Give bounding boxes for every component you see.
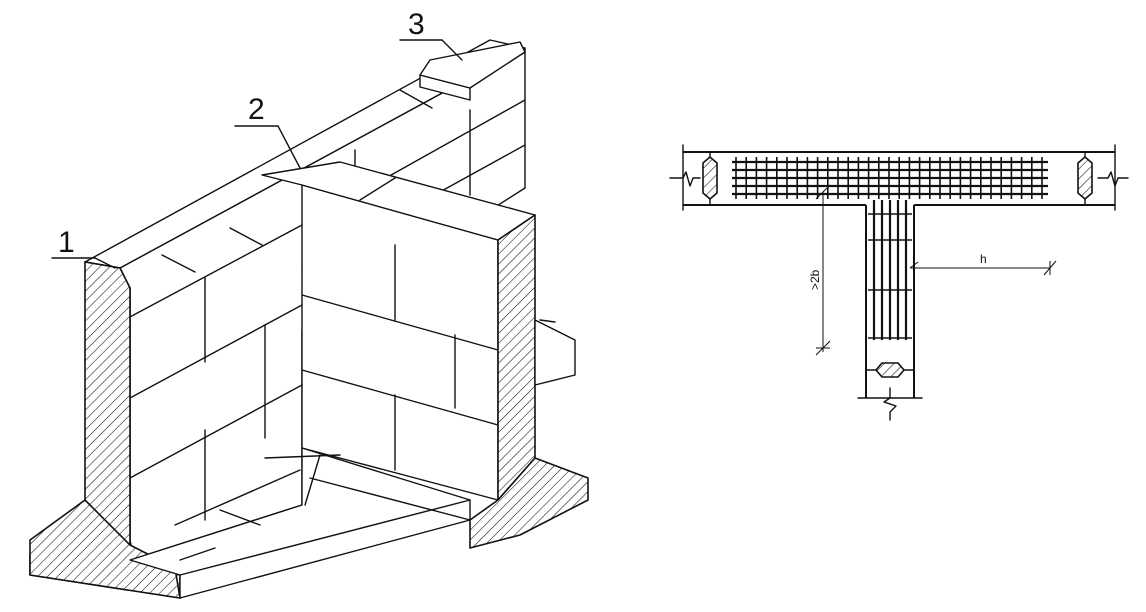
break-symbol-left	[669, 171, 701, 187]
cross-wall	[261, 161, 536, 501]
break-symbol-bottom	[883, 387, 897, 421]
joint-marker-bottom	[865, 362, 915, 378]
callout-3: 3	[399, 8, 463, 61]
left-wall-section	[29, 261, 181, 599]
plan-section-view: >2b h	[669, 144, 1129, 421]
length-dimension-label: h	[980, 252, 987, 266]
depth-dimension-label: >2b	[808, 269, 822, 290]
isometric-wall-view: 1 2 3	[29, 8, 589, 599]
back-footing	[129, 447, 471, 599]
callout-1-label: 1	[58, 226, 75, 259]
joint-marker-left	[702, 151, 718, 206]
depth-dimension: >2b	[808, 184, 831, 356]
horizontal-reinforcement-mesh	[732, 157, 1048, 199]
callout-2: 2	[234, 93, 301, 169]
break-symbol-right	[1097, 171, 1129, 187]
callout-1: 1	[51, 226, 116, 269]
callout-2-label: 2	[248, 93, 265, 126]
callout-3-label: 3	[408, 8, 425, 41]
vertical-reinforcement-mesh	[868, 200, 912, 340]
right-wall-section	[469, 214, 589, 549]
length-dimension: h	[909, 252, 1057, 276]
joint-marker-right	[1077, 151, 1093, 206]
cross-footing	[534, 319, 576, 386]
lintel-block	[419, 41, 526, 101]
